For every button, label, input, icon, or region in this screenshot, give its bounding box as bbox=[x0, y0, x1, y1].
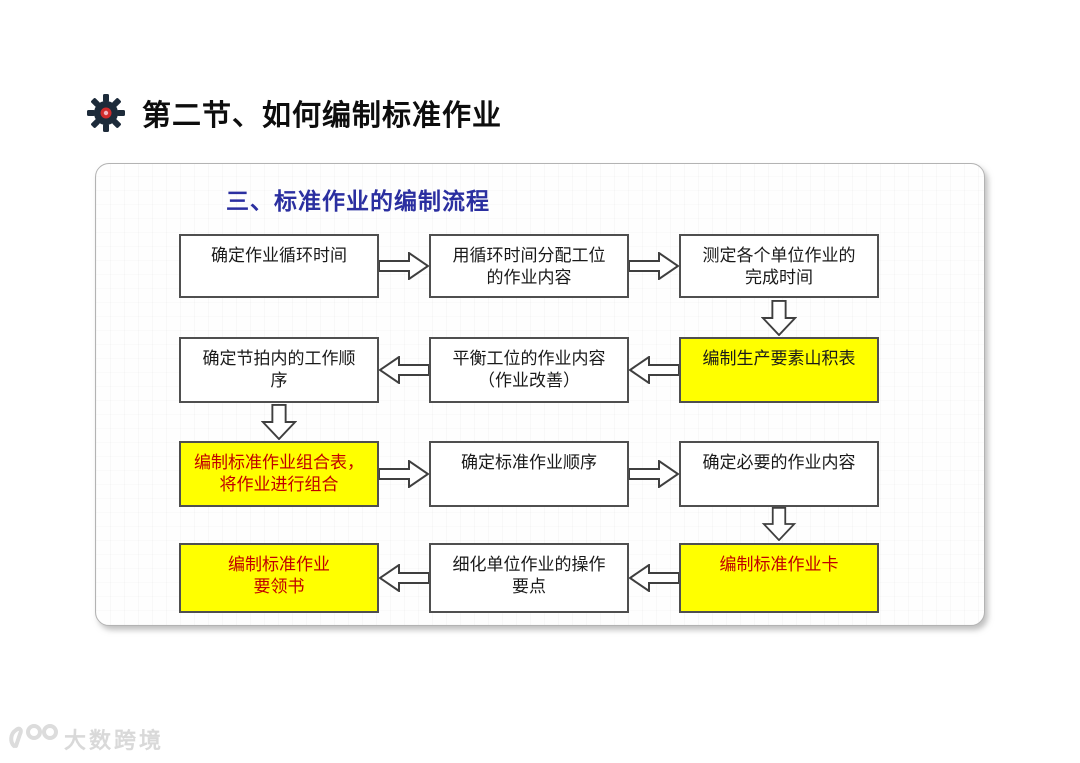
watermark: 大数跨境 bbox=[8, 722, 164, 755]
arrow-down-icon bbox=[760, 300, 798, 341]
slide-header: 第二节、如何编制标准作业 bbox=[86, 92, 502, 134]
arrow-right-icon bbox=[378, 459, 430, 493]
flow-box-refine-operation-points: 细化单位作业的操作 要点 bbox=[429, 543, 629, 613]
flow-box-balance-station-content: 平衡工位的作业内容 （作业改善） bbox=[429, 337, 629, 403]
arrow-right-icon bbox=[378, 251, 430, 285]
flow-box-determine-cycle-time: 确定作业循环时间 bbox=[179, 234, 379, 298]
arrow-left-icon bbox=[628, 355, 680, 389]
flow-box-standard-work-combination-table: 编制标准作业组合表， 将作业进行组合 bbox=[179, 441, 379, 507]
gear-icon bbox=[86, 93, 126, 133]
flow-box-measure-unit-times: 测定各个单位作业的 完成时间 bbox=[679, 234, 879, 298]
content-card: 三、标准作业的编制流程 确定作业循环时间 用循环时间分配工位 的作业内容 测定各… bbox=[95, 163, 985, 626]
arrow-left-icon bbox=[628, 563, 680, 597]
arrow-right-icon bbox=[628, 459, 680, 493]
arrow-left-icon bbox=[378, 563, 430, 597]
flow-box-allocate-station-content: 用循环时间分配工位 的作业内容 bbox=[429, 234, 629, 298]
flow-box-standard-work-manual: 编制标准作业 要领书 bbox=[179, 543, 379, 613]
arrow-left-icon bbox=[378, 355, 430, 389]
arrow-down-icon bbox=[260, 404, 298, 445]
arrow-down-icon bbox=[761, 507, 797, 546]
flow-box-standard-work-card: 编制标准作业卡 bbox=[679, 543, 879, 613]
flow-box-yamazumi-chart: 编制生产要素山积表 bbox=[679, 337, 879, 403]
flow-box-necessary-work-content: 确定必要的作业内容 bbox=[679, 441, 879, 507]
arrow-right-icon bbox=[628, 251, 680, 285]
flow-box-standard-work-sequence: 确定标准作业顺序 bbox=[429, 441, 629, 507]
page-title: 第二节、如何编制标准作业 bbox=[142, 100, 503, 132]
flow-box-work-sequence-in-takt: 确定节拍内的工作顺 序 bbox=[179, 337, 379, 403]
watermark-text: 大数跨境 bbox=[64, 727, 165, 753]
100-logo-icon bbox=[8, 722, 58, 755]
card-title: 三、标准作业的编制流程 bbox=[226, 188, 490, 214]
